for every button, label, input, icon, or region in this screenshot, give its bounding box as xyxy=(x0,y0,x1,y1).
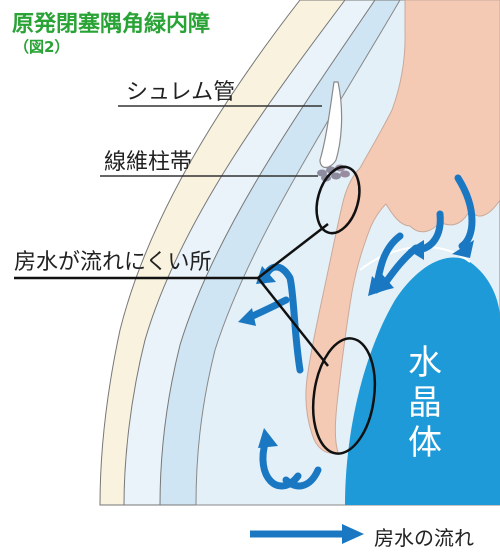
leader-poor-flow-upper xyxy=(257,223,329,279)
legend-flow-label: 房水の流れ xyxy=(374,526,474,550)
lens-label-char-1: 水 xyxy=(408,343,442,383)
flow-arrow-chamber-lower xyxy=(282,466,322,490)
arrowhead-6 xyxy=(258,428,278,448)
diagram-title: 原発閉塞隅角緑内障 xyxy=(12,12,211,37)
diagram-subtitle: （図2） xyxy=(14,38,70,56)
arrowhead-7 xyxy=(238,308,256,326)
flow-arrow-posterior xyxy=(454,174,476,250)
arrowhead-2 xyxy=(408,240,424,260)
arrowhead-4 xyxy=(378,274,394,292)
label-schlemm-canal: シュレム管 xyxy=(126,80,236,105)
lens xyxy=(345,257,500,505)
lens-label-char-2: 晶 xyxy=(408,383,442,423)
leader-poor-flow-lower xyxy=(257,277,329,367)
arrowhead-5 xyxy=(256,266,276,284)
iris-ciliary-body xyxy=(305,0,500,454)
highlight-angle xyxy=(315,165,361,235)
highlight-pupil-zone xyxy=(311,337,377,455)
schlemm-canal xyxy=(319,81,343,169)
label-trabecular-meshwork: 線維柱帯 xyxy=(104,150,193,175)
flow-arrowheads xyxy=(238,240,474,448)
lens-label-char-3: 体 xyxy=(408,423,442,463)
label-poor-flow-area: 房水が流れにくい所 xyxy=(14,250,212,275)
arrowhead-1 xyxy=(452,240,474,258)
legend-arrowhead xyxy=(342,524,364,544)
